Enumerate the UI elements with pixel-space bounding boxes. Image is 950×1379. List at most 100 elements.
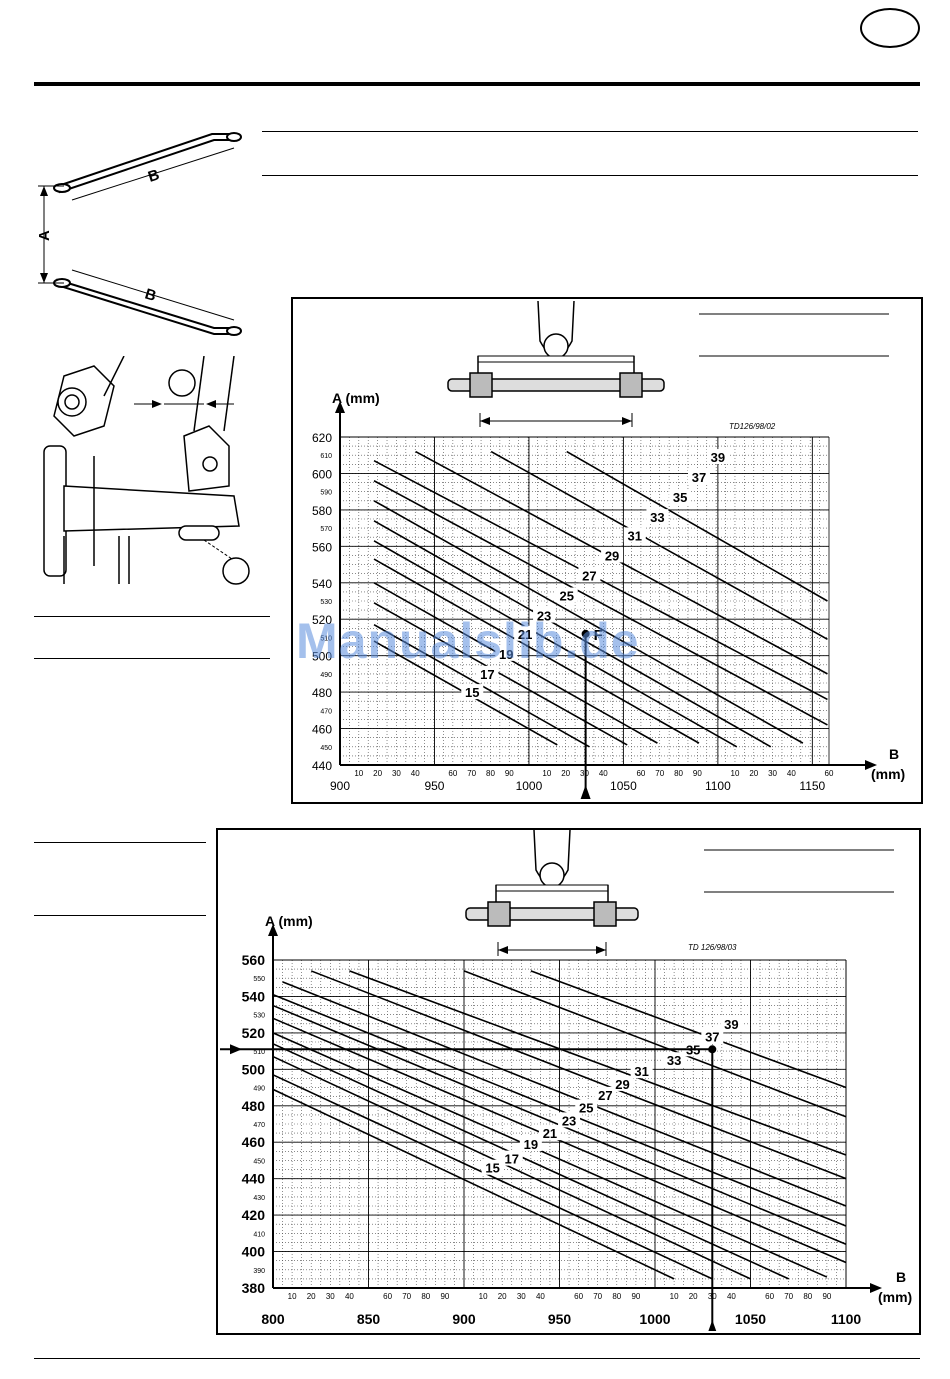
implement-pin-left bbox=[487, 901, 511, 927]
series-label-19: 19 bbox=[524, 1137, 538, 1152]
series-label-bg-15 bbox=[461, 684, 484, 700]
series-label-27: 27 bbox=[598, 1088, 612, 1103]
series-label-23: 23 bbox=[537, 609, 551, 624]
x-minor-tick-label: 10 bbox=[479, 1292, 488, 1301]
x-axis-label-unit: (mm) bbox=[878, 1289, 912, 1305]
series-line-37 bbox=[463, 970, 847, 1118]
implement-pin-right bbox=[593, 901, 617, 927]
x-minor-tick-label: 80 bbox=[486, 769, 495, 778]
series-line-29 bbox=[272, 993, 847, 1227]
series-line-21 bbox=[373, 582, 658, 744]
y-tick-label: 460 bbox=[312, 723, 332, 737]
series-label-21: 21 bbox=[543, 1126, 557, 1141]
implement-pin-left bbox=[469, 372, 493, 398]
implement-dim-arrow-right bbox=[596, 946, 606, 954]
marked-point-label: F bbox=[594, 627, 603, 644]
note-rule-4 bbox=[34, 915, 206, 916]
series-label-23: 23 bbox=[562, 1113, 576, 1128]
series-label-bg-29 bbox=[611, 1075, 634, 1091]
marked-point-arrow-right bbox=[230, 1044, 242, 1055]
x-axis-label-unit: (mm) bbox=[871, 766, 905, 782]
y-minor-tick-label: 530 bbox=[320, 599, 332, 606]
doc-code: TD 126/98/03 bbox=[688, 943, 737, 952]
series-line-27 bbox=[373, 520, 772, 748]
x-minor-tick-label: 70 bbox=[593, 1292, 602, 1301]
series-label-31: 31 bbox=[634, 1064, 648, 1079]
series-label-35: 35 bbox=[673, 490, 687, 505]
series-label-bg-35 bbox=[669, 489, 692, 505]
series-label-29: 29 bbox=[615, 1077, 629, 1092]
y-minor-tick-label: 450 bbox=[253, 1158, 265, 1165]
x-axis-label-letter: B bbox=[889, 746, 899, 762]
y-minor-tick-label: 530 bbox=[253, 1013, 265, 1020]
implement-fork-eye bbox=[543, 333, 569, 359]
series-label-bg-25 bbox=[555, 587, 578, 603]
series-label-bg-19 bbox=[495, 645, 518, 661]
x-minor-tick-label: 60 bbox=[765, 1292, 774, 1301]
x-minor-tick-label: 80 bbox=[803, 1292, 812, 1301]
series-line-17 bbox=[272, 1074, 713, 1280]
x-minor-tick-label: 20 bbox=[749, 769, 758, 778]
marked-point-arrow-up bbox=[708, 1320, 717, 1331]
x-tick-label: 1100 bbox=[705, 779, 731, 793]
series-line-33 bbox=[373, 459, 828, 701]
x-minor-tick-label: 90 bbox=[440, 1292, 449, 1301]
series-label-31: 31 bbox=[628, 528, 642, 543]
series-label-bg-17 bbox=[500, 1150, 523, 1166]
x-minor-tick-label: 60 bbox=[448, 769, 457, 778]
series-label-bg-37 bbox=[687, 469, 710, 485]
series-label-27: 27 bbox=[582, 568, 596, 583]
x-minor-tick-label: 70 bbox=[402, 1292, 411, 1301]
link-bar-diagram: A B B bbox=[36, 132, 242, 336]
implement-frame-top bbox=[495, 884, 609, 892]
series-line-25 bbox=[373, 540, 738, 748]
series-label-bg-33 bbox=[663, 1052, 686, 1068]
x-minor-tick-label: 10 bbox=[670, 1292, 679, 1301]
series-line-23 bbox=[373, 558, 700, 744]
implement-pin-right bbox=[619, 372, 643, 398]
dim-b-label-bottom: B bbox=[143, 286, 158, 305]
x-minor-tick-label: 20 bbox=[307, 1292, 316, 1301]
hitch-illustration bbox=[43, 356, 250, 585]
y-minor-tick-label: 590 bbox=[320, 490, 332, 497]
series-line-15 bbox=[272, 1088, 675, 1280]
x-minor-tick-label: 40 bbox=[411, 769, 420, 778]
x-minor-tick-label: 30 bbox=[768, 769, 777, 778]
series-label-39: 39 bbox=[724, 1017, 738, 1032]
y-tick-label: 600 bbox=[312, 467, 332, 481]
y-minor-tick-label: 470 bbox=[320, 708, 332, 715]
x-tick-label: 1050 bbox=[735, 1311, 766, 1327]
y-tick-label: 480 bbox=[242, 1098, 266, 1114]
y-minor-tick-label: 490 bbox=[320, 672, 332, 679]
x-minor-tick-label: 40 bbox=[536, 1292, 545, 1301]
series-label-bg-21 bbox=[538, 1125, 561, 1141]
series-label-37: 37 bbox=[705, 1030, 719, 1045]
implement-dim-arrow-left bbox=[480, 417, 490, 425]
y-tick-label: 520 bbox=[312, 613, 332, 627]
y-minor-tick-label: 550 bbox=[253, 976, 265, 983]
header-rule bbox=[34, 82, 920, 86]
x-tick-label: 1000 bbox=[516, 779, 543, 793]
y-axis-arrow bbox=[335, 401, 345, 413]
series-line-35 bbox=[349, 970, 847, 1156]
series-label-17: 17 bbox=[480, 667, 494, 682]
x-minor-tick-label: 20 bbox=[561, 769, 570, 778]
series-label-bg-29 bbox=[601, 547, 624, 563]
y-tick-label: 500 bbox=[312, 650, 332, 664]
x-minor-tick-label: 70 bbox=[467, 769, 476, 778]
series-line-39 bbox=[566, 450, 828, 602]
series-line-37 bbox=[490, 450, 828, 640]
series-label-bg-27 bbox=[594, 1086, 617, 1102]
y-axis-label: A (mm) bbox=[332, 390, 380, 406]
series-label-33: 33 bbox=[650, 510, 664, 525]
x-tick-label: 950 bbox=[548, 1311, 572, 1327]
y-tick-label: 520 bbox=[242, 1025, 266, 1041]
y-tick-label: 540 bbox=[242, 988, 266, 1004]
y-tick-label: 540 bbox=[312, 577, 332, 591]
series-label-bg-37 bbox=[701, 1028, 724, 1044]
y-minor-tick-label: 510 bbox=[253, 1049, 265, 1056]
note-rule-2 bbox=[34, 658, 270, 659]
y-minor-tick-label: 410 bbox=[253, 1231, 265, 1238]
x-minor-tick-label: 90 bbox=[693, 769, 702, 778]
series-line-23 bbox=[272, 1032, 828, 1278]
